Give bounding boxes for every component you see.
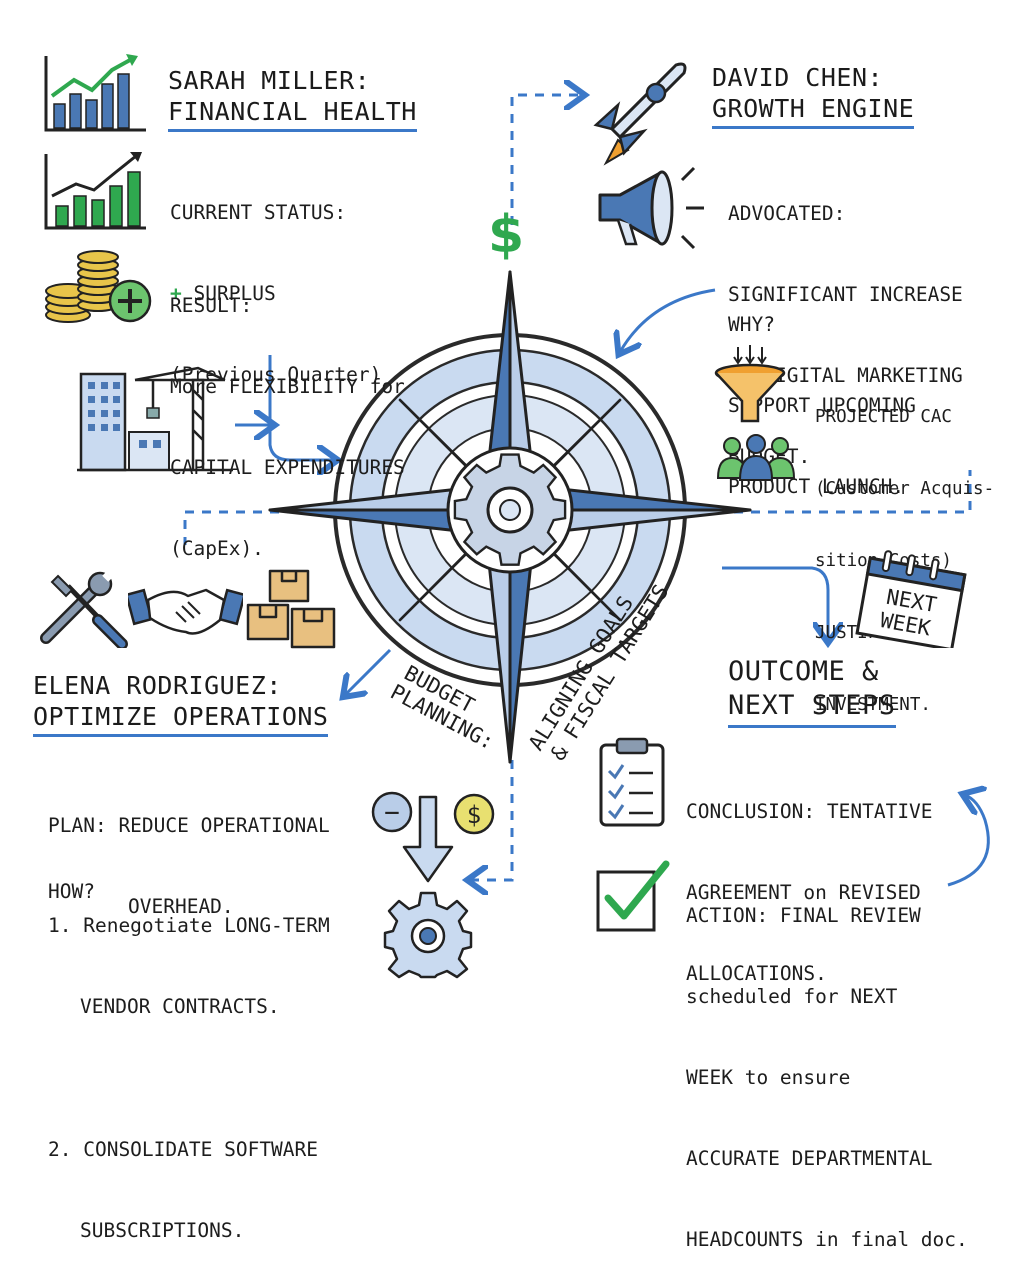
minus-circle-icon: − [371,791,413,833]
action-line4: ACCURATE DEPARTMENTAL [686,1147,933,1170]
calendar-icon: NEXT WEEK [855,550,967,648]
minus-symbol: − [384,798,400,828]
action-line2: scheduled for NEXT [686,985,898,1008]
david-title-line2: GROWTH ENGINE [712,93,915,129]
conclusion-line1: CONCLUSION: TENTATIVE [686,800,933,823]
tools-icon [40,571,128,648]
arrow-sarah-to-compass [268,355,335,460]
rocket-icon [593,62,687,166]
result-line2: CAPITAL EXPENDITURES [170,456,405,479]
conclusion-line3: ALLOCATIONS. [686,962,827,985]
compass-labels: BUDGET PLANNING: ALIGNING GOALS & FISCAL… [387,580,674,764]
status-label: CURRENT STATUS: [170,201,347,224]
elena-plan: PLAN: REDUCE OPERATIONAL OVERHEAD. [48,758,330,947]
dashed-arrow-to-david [510,95,582,225]
conclusion-line2: AGREEMENT on REVISED [686,881,921,904]
step1-line2: VENDOR CONTRACTS. [80,995,280,1018]
bar-chart-icon [44,152,146,230]
cac-line2: (Customer Acquis- [815,479,995,499]
dashed-arrow-to-gear [470,760,514,880]
elena-title-line1: ELENA RODRIGUEZ: [33,671,282,700]
handshake-icon [128,588,243,635]
advocated-line1: SIGNIFICANT INCREASE [728,283,963,306]
action-line1: ACTION: FINAL REVIEW [686,904,921,927]
outcome-title: OUTCOME & NEXT STEPS [728,655,896,728]
plan-line2: OVERHEAD. [128,895,234,918]
status-value: SURPLUS [193,282,276,305]
why-line2: PRODUCT LAUNCH. [728,475,905,498]
elena-how: HOW? [48,824,95,932]
dashed-connector-left [183,510,330,545]
arrow-compass-to-outcome [722,566,828,640]
customers-icon [716,434,796,481]
plus-icon: + [170,282,182,305]
step2-line2: SUBSCRIPTIONS. [80,1219,245,1242]
sarah-status: CURRENT STATUS: + SURPLUS (Previous Quar… [170,145,381,415]
buildings-crane-icon [77,366,233,472]
elena-title-line2: OPTIMIZE OPERATIONS [33,701,329,737]
david-title-line1: DAVID CHEN: [712,63,884,92]
elena-steps: 1. Renegotiate LONG-TERM VENDOR CONTRACT… [48,858,330,1271]
down-arrow-icon [402,795,454,883]
elena-title: ELENA RODRIGUEZ: OPTIMIZE OPERATIONS [33,670,329,737]
result-line3: (CapEx). [170,537,264,560]
arrow-david-to-compass [620,288,716,352]
why-label: WHY? [728,313,775,336]
status-row: + SURPLUS [170,280,381,307]
dashed-connector-right [700,470,972,514]
checkbox-icon [596,860,670,932]
outcome-title-line2: NEXT STEPS [728,689,896,728]
cac-line1: PROJECTED CAC [815,407,952,427]
compass-rose [268,270,752,764]
sarah-title: SARAH MILLER: FINANCIAL HEALTH [168,65,417,132]
action-line5: HEADCOUNTS in final doc. [686,1228,968,1251]
how-label: HOW? [48,880,95,903]
outcome-conclusion: CONCLUSION: TENTATIVE AGREEMENT on REVIS… [686,744,933,1014]
cac-line5: INVESTMENT. [815,695,931,715]
outcome-action: ACTION: FINAL REVIEW scheduled for NEXT … [686,848,968,1280]
center-gear-icon [446,446,574,574]
outcome-title-line1: OUTCOME & [728,656,879,687]
action-line3: WEEK to ensure [686,1066,851,1089]
step1-line1: 1. Renegotiate LONG-TERM [48,914,330,937]
sarah-title-line2: FINANCIAL HEALTH [168,96,417,132]
step2-line1: 2. CONSOLIDATE SOFTWARE [48,1138,319,1161]
dollar-coin-icon: $ [453,793,495,835]
coin-dollar-symbol: $ [467,801,481,829]
gear-icon [383,891,473,979]
clipboard-icon [599,737,665,827]
arrow-conclusion-to-action [947,795,990,887]
connector-layer [183,0,990,1024]
arrow-compass-to-elena [345,648,392,695]
growth-chart-icon [44,54,146,132]
dollar-icon: $ [488,205,525,265]
result-label: RESULT: [170,294,253,317]
advocated-label: ADVOCATED: [728,202,846,225]
boxes-icon [246,569,336,649]
coins-plus-icon [45,250,152,323]
david-title: DAVID CHEN: GROWTH ENGINE [712,62,915,129]
funnel-icon [714,345,786,423]
plan-line1: PLAN: REDUCE OPERATIONAL [48,814,330,837]
megaphone-icon [598,166,704,250]
sarah-title-line1: SARAH MILLER: [168,66,371,95]
